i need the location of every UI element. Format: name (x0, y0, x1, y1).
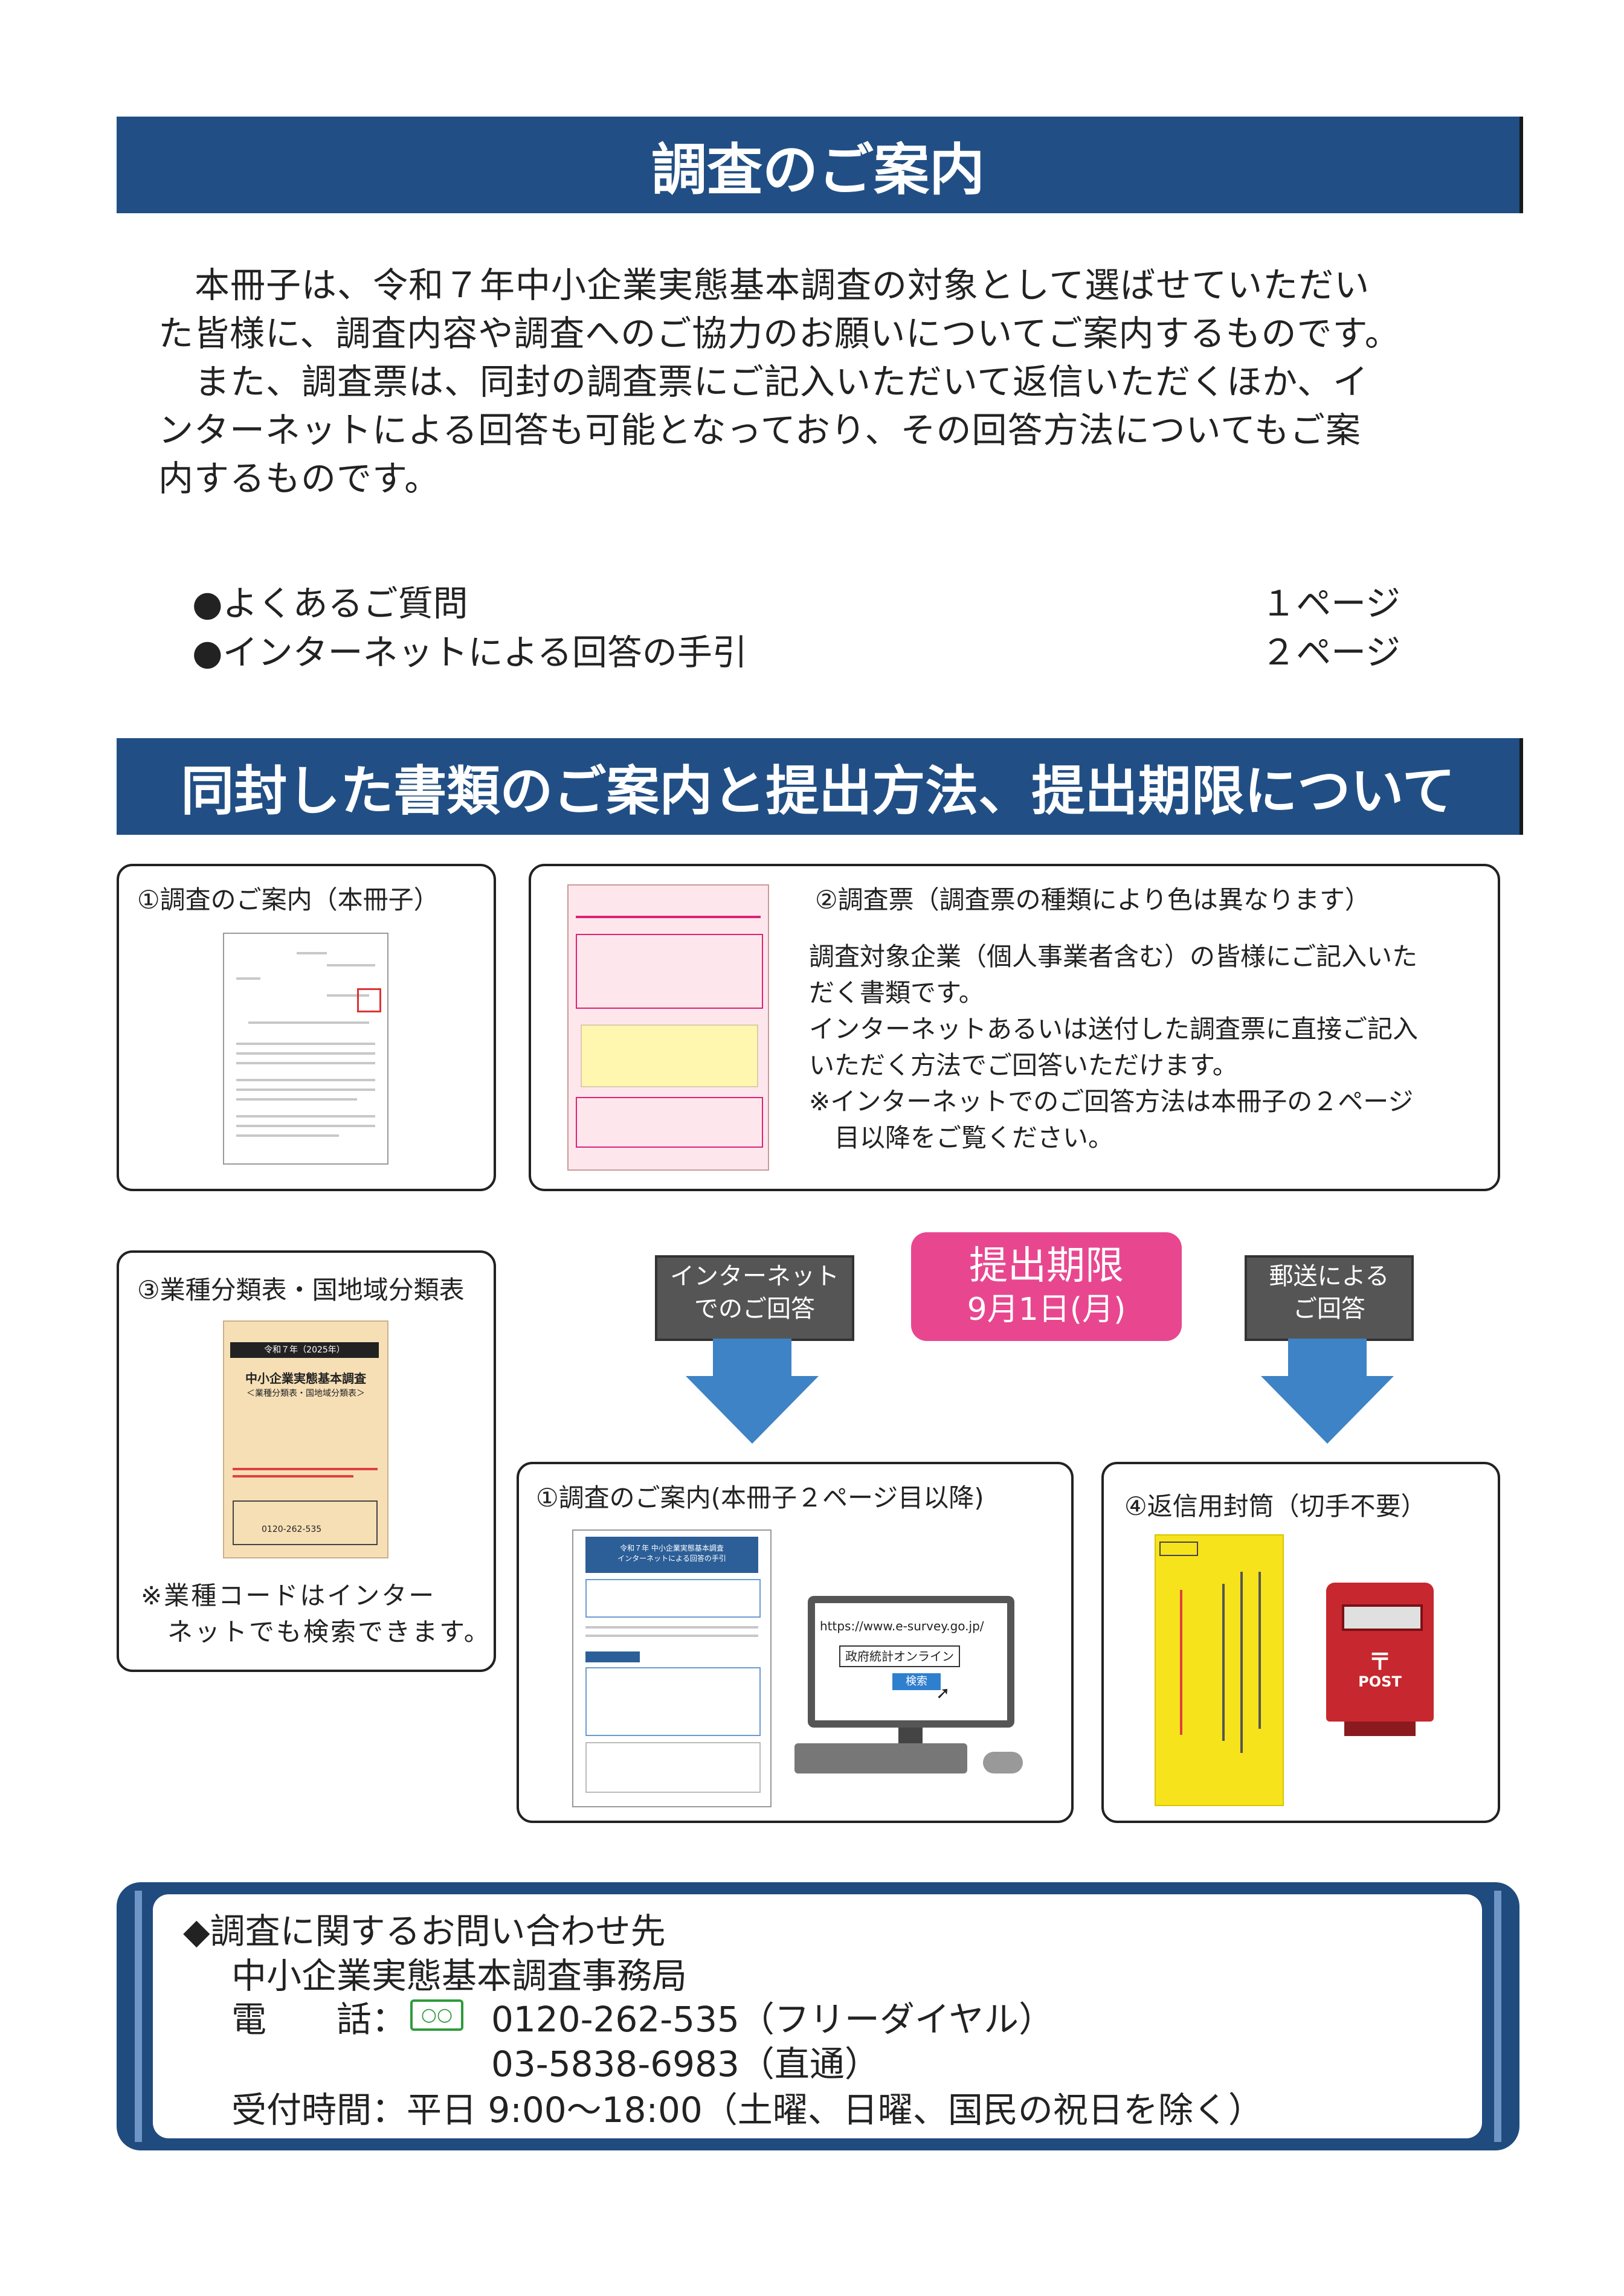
booklet-sub: ＜業種分類表・国地域分類表＞ (246, 1389, 365, 1398)
toc-page: １ページ (1261, 583, 1400, 624)
desc-line3: インターネットあるいは送付した調査票に直接ご記入 (809, 1014, 1419, 1044)
mouse-icon (983, 1752, 1023, 1773)
booklet-title: 中小企業実態基本調査 (245, 1371, 366, 1386)
note-line2: ネットでも検索できます。 (167, 1617, 491, 1647)
card-classification-tables: ③業種分類表・国地域分類表 令和７年（2025年） 中小企業実態基本調査 ＜業種… (117, 1250, 496, 1672)
contact-heading: ◆調査に関するお問い合わせ先 (183, 1911, 666, 1952)
desc-line2: だく書類です。 (809, 978, 984, 1008)
para2-line1: また、調査票は、同封の調査票にご記入いただいて返信いただくほか、イ (195, 361, 1368, 402)
keyboard (794, 1743, 967, 1773)
contact-panel: ◆調査に関するお問い合わせ先 中小企業実態基本調査事務局 電 話： ○○ 012… (117, 1882, 1519, 2150)
contact-hours: 受付時間：平日 9:00〜18:00（土曜、日曜、国民の祝日を除く） (231, 2089, 1263, 2130)
card-survey-form-title: ②調査票（調査票の種類により色は異なります） (815, 885, 1370, 915)
contact-phone-direct: 03-5838-6983（直通） (491, 2044, 880, 2085)
search-button: 検索 (892, 1673, 941, 1690)
freedial-icon: ○○ (410, 1999, 463, 2031)
card-internet-guide: ①調査のご案内(本冊子２ページ目以降) 令和７年 中小企業実態基本調査 インター… (517, 1462, 1074, 1823)
desc-line1: 調査対象企業（個人事業者含む）の皆様にご記入いた (809, 942, 1418, 971)
toc-label: ●インターネットによる回答の手引 (192, 632, 747, 673)
mail-arrow-head (1261, 1376, 1394, 1444)
computer-monitor: https://www.e-survey.go.jp/ 政府統計オンライン 検索… (808, 1596, 1014, 1728)
internet-guide-thumbnail: 令和７年 中小企業実態基本調査 インターネットによる回答の手引 (572, 1529, 772, 1807)
seal-stamp-icon (357, 988, 381, 1012)
para2-line3: 内するものです。 (158, 458, 440, 499)
intro-paragraph: 本冊子は、令和７年中小企業実態基本調査の対象として選ばせていただい た皆様に、調… (158, 261, 1475, 503)
card-return-envelope: ④返信用封筒（切手不要） 〒 POST (1101, 1462, 1500, 1823)
cursor-icon: ➚ (936, 1683, 950, 1703)
internet-label-line2: でのご回答 (694, 1295, 815, 1323)
postal-mark-icon: 〒 (1368, 1648, 1392, 1675)
mail-label-line1: 郵送による (1269, 1262, 1390, 1290)
card-guide-booklet-title: ①調査のご案内（本冊子） (137, 885, 439, 915)
booklet-year: 令和７年（2025年） (230, 1342, 379, 1358)
classification-booklet-thumbnail: 令和７年（2025年） 中小企業実態基本調査 ＜業種分類表・国地域分類表＞ 01… (223, 1320, 388, 1558)
desc-line4: いただく方法でご回答いただけます。 (809, 1050, 1238, 1080)
survey-form-description: 調査対象企業（個人事業者含む）の皆様にご記入いた だく書類です。 インターネット… (809, 939, 1486, 1156)
guide-header-line2: インターネットによる回答の手引 (617, 1554, 726, 1563)
mail-arrow-shaft (1288, 1339, 1367, 1376)
section-title-guide-text: 調査のご案内 (651, 137, 985, 202)
internet-answer-label: インターネット でのご回答 (655, 1255, 854, 1341)
para1-line2: た皆様に、調査内容や調査へのご協力のお願いについてご案内するものです。 (158, 313, 1400, 354)
internet-arrow-head (686, 1376, 819, 1444)
card-survey-form: ②調査票（調査票の種類により色は異なります） 調査対象企業（個人事業者含む）の皆… (529, 864, 1500, 1191)
contact-phone-free: 0120-262-535（フリーダイヤル） (491, 1999, 1054, 2040)
toc-item-internet-guide: ●インターネットによる回答の手引 ２ページ (192, 624, 1400, 673)
booklet-contact-box: 0120-262-535 (233, 1500, 378, 1545)
desc-line6: 目以降をご覧ください。 (834, 1123, 1114, 1153)
card-classification-title: ③業種分類表・国地域分類表 (137, 1275, 465, 1305)
postbox-icon: 〒 POST (1326, 1583, 1434, 1736)
deadline-title: 提出期限 (969, 1244, 1124, 1288)
monitor-screen: https://www.e-survey.go.jp/ 政府統計オンライン 検索… (815, 1603, 1007, 1720)
section-title-documents: 同封した書類のご案内と提出方法、提出期限について (117, 738, 1523, 835)
url-text: https://www.e-survey.go.jp/ (820, 1619, 984, 1633)
desc-line5: ※インターネットでのご回答方法は本冊子の２ページ (809, 1087, 1414, 1116)
note-line1: ※業種コードはインター (141, 1581, 436, 1610)
card-guide-booklet: ①調査のご案内（本冊子） (117, 864, 496, 1191)
contact-phone-label: 電 話： (231, 1999, 407, 2040)
deadline-badge: 提出期限 9月1日(月) (911, 1232, 1182, 1341)
booklet-thumbnail (223, 933, 388, 1165)
mail-answer-label: 郵送による ご回答 (1245, 1255, 1414, 1341)
section-title-guide: 調査のご案内 (117, 117, 1523, 213)
contact-inner: ◆調査に関するお問い合わせ先 中小企業実態基本調査事務局 電 話： ○○ 012… (153, 1894, 1482, 2138)
return-envelope-image (1155, 1534, 1284, 1806)
mail-label-line2: ご回答 (1293, 1295, 1365, 1323)
toc-label: ●よくあるご質問 (192, 583, 468, 624)
internet-arrow-shaft (713, 1339, 791, 1376)
deadline-date: 9月1日(月) (967, 1291, 1126, 1328)
toc-item-faq: ●よくあるご質問 １ページ (192, 575, 1400, 624)
toc-page: ２ページ (1261, 632, 1400, 673)
card-return-envelope-title: ④返信用封筒（切手不要） (1124, 1491, 1426, 1521)
contact-office: 中小企業実態基本調査事務局 (231, 1955, 688, 1996)
postbox-label: POST (1358, 1673, 1402, 1690)
guide-header-line1: 令和７年 中小企業実態基本調査 (620, 1544, 724, 1552)
para2-line2: ンターネットによる回答も可能となっており、その回答方法についてもご案 (158, 410, 1361, 451)
site-name-box: 政府統計オンライン (839, 1645, 960, 1667)
card-internet-guide-title: ①調査のご案内(本冊子２ページ目以降) (536, 1483, 984, 1513)
booklet-phone: 0120-262-535 (262, 1525, 322, 1534)
para1-line1: 本冊子は、令和７年中小企業実態基本調査の対象として選ばせていただい (195, 265, 1370, 306)
monitor-stand (898, 1728, 923, 1743)
section-title-documents-text: 同封した書類のご案内と提出方法、提出期限について (181, 759, 1455, 822)
survey-form-thumbnail (567, 884, 769, 1171)
classification-note: ※業種コードはインター ネットでも検索できます。 (141, 1578, 491, 1650)
internet-label-line1: インターネット (670, 1262, 839, 1290)
